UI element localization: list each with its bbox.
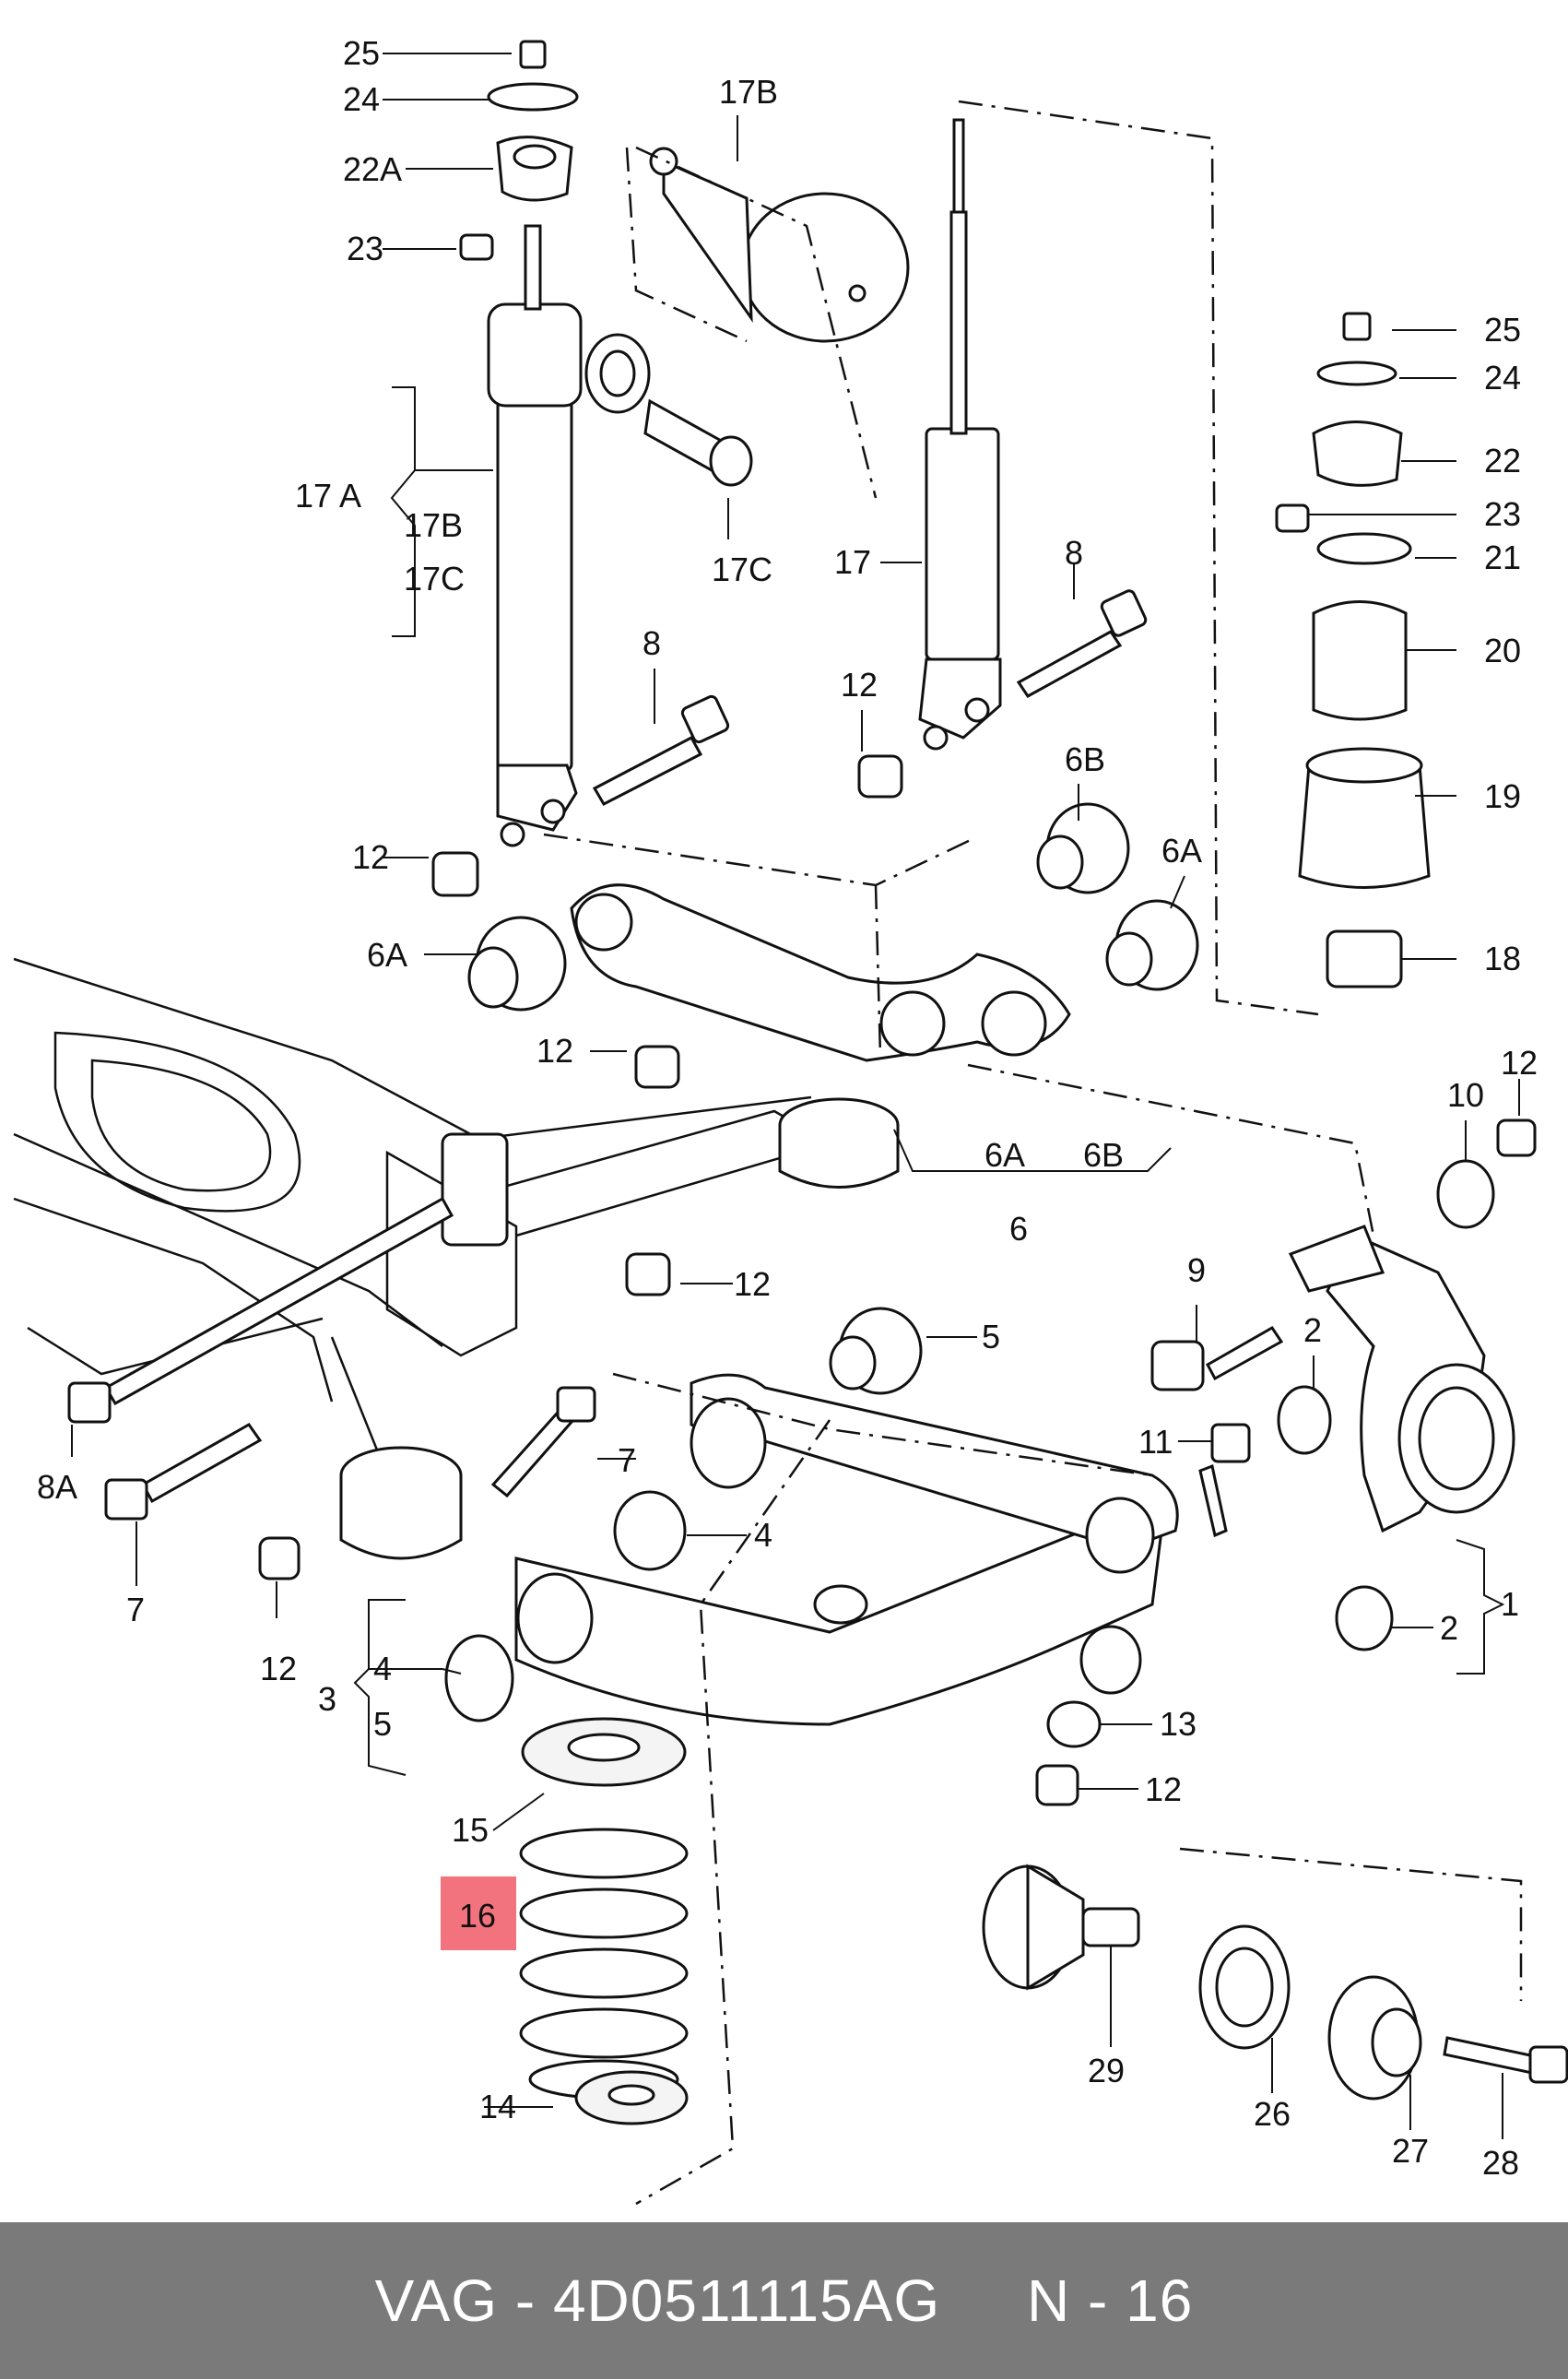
part-number-footer: VAG - 4D0511115AG N - 16 xyxy=(0,2222,1568,2379)
callout-6a-left: 6A xyxy=(367,936,407,974)
shock-mount-right xyxy=(1275,312,1431,988)
callout-23-left: 23 xyxy=(347,230,383,267)
washer-13 xyxy=(1046,1700,1102,1748)
callout-12-c: 12 xyxy=(536,1032,573,1070)
callout-17: 17 xyxy=(834,543,871,581)
bushings-4-5 xyxy=(444,1307,923,1722)
callout-27: 27 xyxy=(1392,2132,1429,2170)
callout-25-right: 25 xyxy=(1484,311,1521,349)
callout-3: 3 xyxy=(318,1680,336,1718)
bolt-8a xyxy=(67,1196,454,1424)
callout-26: 26 xyxy=(1254,2095,1291,2133)
callout-17b-top: 17B xyxy=(719,73,778,111)
hub-27 xyxy=(1327,1975,1422,2101)
bolt-28 xyxy=(1443,2036,1568,2084)
bolt-9 xyxy=(1150,1326,1284,1391)
callout-12-g: 12 xyxy=(1145,1770,1182,1808)
bushing-2-bottom xyxy=(1335,1585,1394,1651)
callout-11: 11 xyxy=(1138,1423,1173,1461)
callout-23-right: 23 xyxy=(1484,495,1521,533)
callout-6b-sub: 6B xyxy=(1083,1136,1124,1174)
callout-18: 18 xyxy=(1484,940,1521,977)
callout-7-mid: 7 xyxy=(618,1441,636,1479)
callout-29: 29 xyxy=(1088,2052,1125,2089)
callout-4-brace: 4 xyxy=(373,1650,392,1687)
bolt-8-left xyxy=(592,694,730,806)
callout-17c: 17C xyxy=(712,550,772,588)
callout-6b: 6B xyxy=(1065,740,1105,778)
callout-13: 13 xyxy=(1160,1705,1197,1743)
callout-12-b: 12 xyxy=(841,666,878,704)
exploded-parts-diagram: 25 24 22A 23 17B 17 A 17B 17C 17C 8 12 1… xyxy=(13,34,1568,2206)
shock-absorber-middle xyxy=(918,118,1002,751)
callouts: 25 24 22A 23 17B 17 A 17B 17C 17C 8 12 1… xyxy=(37,34,1538,2182)
part-number-label: VAG - 4D0511115AG N - 16 xyxy=(374,2267,1194,2334)
callout-17c-brace: 17C xyxy=(404,560,465,598)
upper-link-arm xyxy=(570,883,1071,1062)
callout-28: 28 xyxy=(1482,2144,1519,2182)
callout-15: 15 xyxy=(452,1811,489,1849)
callout-19: 19 xyxy=(1484,777,1521,815)
callout-2-bottom: 2 xyxy=(1440,1609,1458,1647)
callout-12-e: 12 xyxy=(734,1265,771,1303)
callout-5: 5 xyxy=(982,1318,1000,1355)
bushing-17b xyxy=(649,147,910,343)
bolt-11 xyxy=(1198,1423,1251,1538)
callout-24-left: 24 xyxy=(343,80,380,118)
callout-6a-right: 6A xyxy=(1161,832,1202,870)
callout-9: 9 xyxy=(1187,1251,1206,1289)
lower-control-arm xyxy=(514,1373,1179,1726)
callout-2-top: 2 xyxy=(1303,1311,1322,1349)
nuts-12 xyxy=(258,754,1537,1806)
shock-absorber-left xyxy=(487,224,651,847)
bolt-8-middle xyxy=(1016,589,1148,698)
wheel-carrier xyxy=(1288,1225,1515,1533)
leader-lines xyxy=(71,53,1520,2139)
callout-16: 16 xyxy=(459,1897,496,1935)
wheel-bearing-26 xyxy=(1198,1924,1291,2050)
callout-12-f: 12 xyxy=(260,1650,297,1687)
group-lines xyxy=(543,100,1523,2206)
callout-21: 21 xyxy=(1484,539,1521,576)
bolt-7-mid xyxy=(490,1386,596,1498)
callout-7-left: 7 xyxy=(126,1591,145,1628)
washer-10 xyxy=(1436,1159,1495,1229)
bolt-7-left xyxy=(104,1423,263,1521)
bushings-6 xyxy=(467,802,1199,1012)
callout-8-mid: 8 xyxy=(1065,534,1083,572)
top-mount-left xyxy=(459,40,579,261)
bushing-2-top xyxy=(1277,1385,1332,1455)
spring-seat-lower xyxy=(574,2070,689,2125)
callout-12-d: 12 xyxy=(1501,1044,1538,1082)
coil-spring-16 xyxy=(519,1828,689,2100)
callout-20: 20 xyxy=(1484,632,1521,669)
callout-10: 10 xyxy=(1447,1076,1484,1114)
spring-seat-upper xyxy=(521,1717,687,1787)
callout-8a: 8A xyxy=(37,1468,77,1506)
subframe xyxy=(13,957,900,1560)
callout-14: 14 xyxy=(479,2088,516,2125)
sleeve-17c xyxy=(643,398,753,487)
callout-22: 22 xyxy=(1484,442,1521,479)
highlight-16 xyxy=(441,1876,516,1950)
callout-6: 6 xyxy=(1009,1210,1028,1248)
callout-17b-brace: 17B xyxy=(404,506,463,544)
callout-8-left: 8 xyxy=(643,624,661,662)
callout-1: 1 xyxy=(1501,1585,1519,1623)
callout-22a: 22A xyxy=(343,150,402,188)
callout-4-mid: 4 xyxy=(754,1516,772,1554)
callout-25-left: 25 xyxy=(343,34,380,72)
callout-5-brace: 5 xyxy=(373,1705,392,1743)
callout-12-a: 12 xyxy=(352,838,389,876)
callout-24-right: 24 xyxy=(1484,359,1521,396)
cv-joint-29 xyxy=(982,1864,1140,1991)
callout-6a-sub: 6A xyxy=(984,1136,1025,1174)
callout-17a: 17 A xyxy=(295,477,361,515)
